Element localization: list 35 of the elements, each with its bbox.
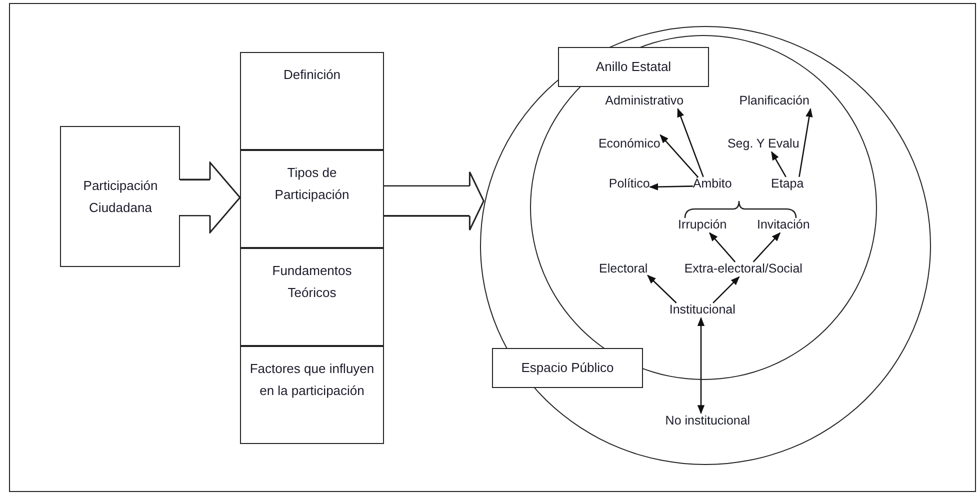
arrow — [697, 317, 705, 414]
box-text: Fundamentos Teóricos — [271, 262, 353, 302]
node-label: Político — [608, 176, 650, 192]
arrow — [709, 232, 736, 262]
node-label: Institucional — [669, 302, 736, 318]
node-label: Electoral — [599, 262, 648, 277]
node-label: No institucional — [665, 413, 750, 428]
box-text: Participación Ciudadana — [82, 176, 159, 216]
arrow — [752, 232, 781, 262]
arrow — [712, 276, 740, 304]
arrow — [647, 274, 677, 304]
box-text: Anillo Estatal — [594, 58, 672, 76]
node-label: Administrativo — [605, 94, 684, 109]
topic-box — [240, 248, 384, 346]
arrow — [771, 151, 786, 178]
topic-box — [240, 150, 384, 248]
box-text: Definición — [282, 66, 342, 84]
arrow — [660, 134, 698, 178]
arrow — [677, 108, 704, 178]
node-label: Extra-electoral/Social — [684, 262, 802, 277]
node-label: Irrupción — [678, 218, 727, 233]
box-text: Factores que influyen en la participación — [248, 360, 376, 400]
topic-box — [240, 52, 384, 150]
box-text: Tipos de Participación — [274, 164, 350, 204]
topic-box — [240, 346, 384, 444]
box-text: Espacio Público — [520, 359, 615, 377]
node-label: Etapa — [771, 176, 804, 192]
node-label: Seg. Y Evalu — [727, 136, 800, 152]
arrow — [798, 108, 813, 177]
concept-box — [60, 126, 180, 267]
arrow — [649, 183, 693, 190]
node-label: Planificación — [739, 94, 810, 109]
node-label: Ámbito — [692, 176, 732, 192]
node-label: Invitación — [756, 218, 810, 233]
node-label: Económico — [598, 136, 660, 152]
